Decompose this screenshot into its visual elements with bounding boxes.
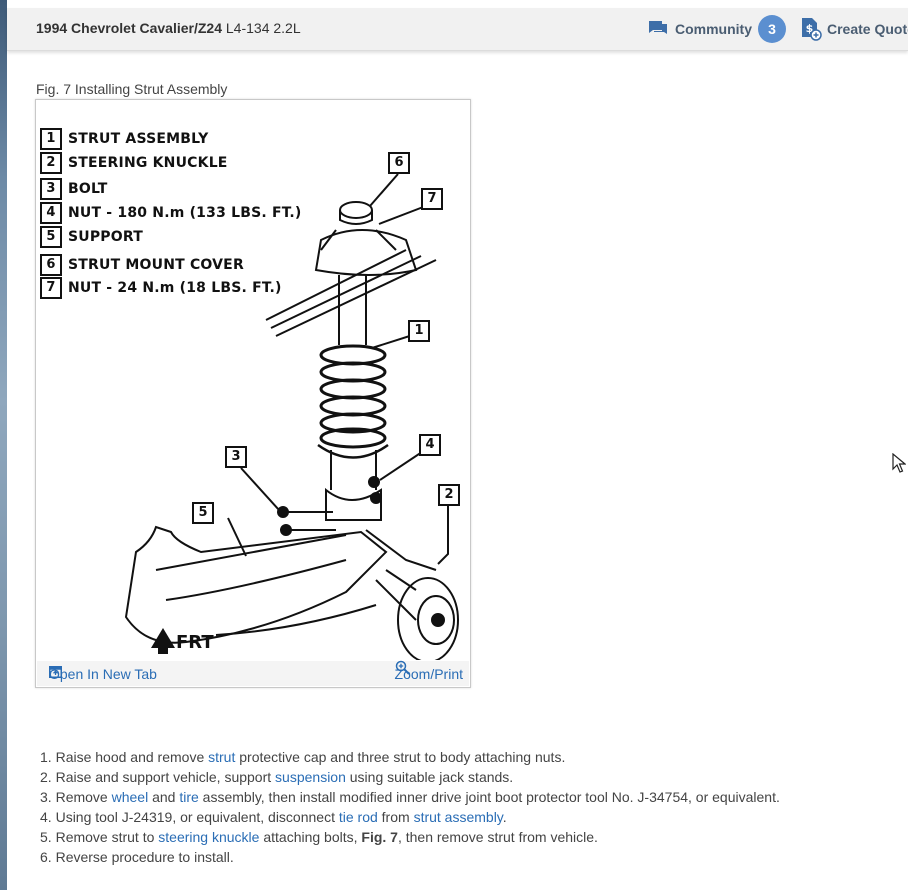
zoom-print-link[interactable]: Zoom/Print	[394, 660, 463, 682]
step-item: 5. Remove strut to steering knuckle atta…	[40, 827, 780, 847]
step-text: Using tool J-24319, or equivalent, disco…	[55, 809, 339, 825]
vehicle-name: 1994 Chevrolet Cavalier/Z24	[36, 20, 222, 36]
tie-rod-link[interactable]: tie rod	[338, 809, 378, 825]
callout-4: 4	[419, 434, 441, 456]
create-quote-button[interactable]: $ Create Quote	[800, 16, 908, 42]
callout-5: 5	[192, 502, 214, 524]
legend-label: NUT - 24 N.m (18 LBS. FT.)	[68, 280, 282, 296]
zoom-print-label: Zoom/Print	[394, 666, 463, 682]
vehicle-engine: L4-134 2.2L	[225, 20, 301, 36]
legend-item: 7 NUT - 24 N.m (18 LBS. FT.)	[40, 277, 282, 299]
step-text: protective cap and three strut to body a…	[235, 749, 566, 765]
legend-number: 7	[40, 277, 62, 299]
callout-3: 3	[225, 446, 247, 468]
magnifier-plus-icon	[395, 660, 410, 675]
legend-number: 1	[40, 128, 62, 150]
callout-7: 7	[421, 188, 443, 210]
open-in-new-tab-link[interactable]: Open In New Tab	[49, 666, 157, 682]
step-text: assembly, then install modified inner dr…	[198, 789, 780, 805]
step-text: .	[502, 809, 507, 825]
legend-item: 1 STRUT ASSEMBLY	[40, 128, 208, 150]
step-text: Raise hood and remove	[55, 749, 209, 765]
procedure-steps: 1. Raise hood and remove strut protectiv…	[40, 747, 780, 867]
legend-label: SUPPORT	[68, 229, 143, 245]
step-text: Remove	[55, 789, 112, 805]
figure-toolbar: Open In New Tab Zoom/Print	[37, 660, 469, 686]
legend-label: STRUT MOUNT COVER	[68, 257, 244, 273]
wheel-link[interactable]: wheel	[111, 789, 149, 805]
create-quote-label: Create Quote	[827, 21, 908, 37]
strut-assembly-link[interactable]: strut assembly	[413, 809, 503, 825]
community-count-badge: 3	[758, 15, 786, 43]
mouse-pointer-icon	[892, 453, 906, 473]
legend-label: NUT - 180 N.m (133 LBS. FT.)	[68, 205, 302, 221]
quote-dollar-icon: $	[802, 18, 822, 41]
legend-item: 5 SUPPORT	[40, 226, 143, 248]
step-text: using suitable jack stands.	[345, 769, 514, 785]
community-label: Community	[675, 21, 752, 37]
community-button[interactable]: Community 3	[648, 15, 786, 43]
legend-number: 4	[40, 202, 62, 224]
step-number: 2.	[40, 769, 52, 785]
suspension-link[interactable]: suspension	[275, 769, 346, 785]
legend-label: BOLT	[68, 181, 108, 197]
step-number: 5.	[40, 829, 52, 845]
legend-label: STRUT ASSEMBLY	[68, 131, 209, 147]
callout-2: 2	[438, 484, 460, 506]
legend-number: 6	[40, 254, 62, 276]
step-item: 3. Remove wheel and tire assembly, then …	[40, 787, 780, 807]
legend-number: 3	[40, 178, 62, 200]
vehicle-header-bar: 1994 Chevrolet Cavalier/Z24 L4-134 2.2L …	[7, 8, 908, 51]
step-text: from	[377, 809, 414, 825]
background-window-edge	[0, 0, 7, 890]
step-text: Reverse procedure to install.	[55, 849, 234, 865]
direction-label: FRT	[176, 632, 214, 653]
step-text: and	[148, 789, 180, 805]
legend-item: 3 BOLT	[40, 178, 108, 200]
vehicle-title: 1994 Chevrolet Cavalier/Z24 L4-134 2.2L	[36, 20, 301, 36]
step-number: 6.	[40, 849, 52, 865]
legend-number: 2	[40, 152, 62, 174]
legend-label: STEERING KNUCKLE	[68, 155, 228, 171]
open-new-tab-icon	[49, 666, 62, 678]
svg-text:$: $	[806, 22, 814, 35]
steering-knuckle-link[interactable]: steering knuckle	[158, 829, 260, 845]
step-item: 6. Reverse procedure to install.	[40, 847, 780, 867]
figure-reference: Fig. 7	[361, 829, 398, 845]
chat-icon	[649, 21, 667, 34]
figure-panel: FRT 1 STRUT ASSEMBLY 2 STEERING KNUCKLE …	[35, 99, 471, 688]
step-text: Raise and support vehicle, support	[55, 769, 276, 785]
step-number: 4.	[40, 809, 52, 825]
step-number: 1.	[40, 749, 52, 765]
step-item: 1. Raise hood and remove strut protectiv…	[40, 747, 780, 767]
step-item: 4. Using tool J-24319, or equivalent, di…	[40, 807, 780, 827]
legend-number: 5	[40, 226, 62, 248]
callout-6: 6	[388, 152, 410, 174]
legend-item: 6 STRUT MOUNT COVER	[40, 254, 244, 276]
legend-item: 2 STEERING KNUCKLE	[40, 152, 228, 174]
step-number: 3.	[40, 789, 52, 805]
figure-caption: Fig. 7 Installing Strut Assembly	[36, 81, 228, 97]
callout-1: 1	[408, 320, 430, 342]
strut-assembly-illustration: FRT	[124, 173, 459, 660]
tire-link[interactable]: tire	[179, 789, 199, 805]
strut-link[interactable]: strut	[208, 749, 236, 765]
step-item: 2. Raise and support vehicle, support su…	[40, 767, 780, 787]
step-text: Remove strut to	[55, 829, 159, 845]
open-in-new-tab-label: Open In New Tab	[49, 666, 157, 682]
legend-item: 4 NUT - 180 N.m (133 LBS. FT.)	[40, 202, 301, 224]
step-text: attaching bolts,	[259, 829, 362, 845]
step-text: , then remove strut from vehicle.	[397, 829, 598, 845]
